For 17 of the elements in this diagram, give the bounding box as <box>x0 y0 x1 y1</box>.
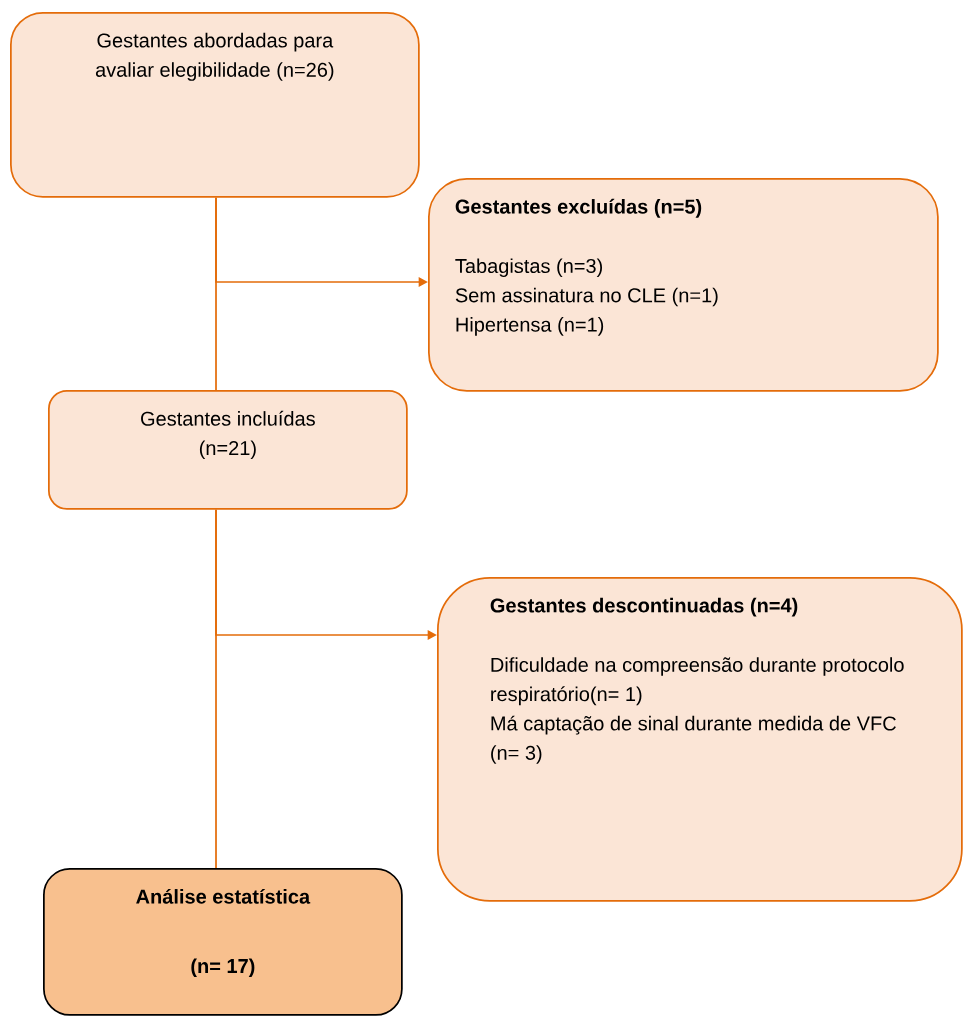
box-text: (n= 17) <box>191 958 255 977</box>
box-text: Gestantes abordadas para avaliar elegibilidade (n=26) <box>95 32 334 81</box>
heading: Gestantes excluídas (n=5) <box>455 198 702 218</box>
flow-box <box>437 577 963 902</box>
flow-box <box>48 390 408 510</box>
flow-box <box>43 868 403 1016</box>
box-text: Dificuldade na compreensão durante protocolo respiratório(n= 1) <box>491 657 904 706</box>
connector-line <box>215 508 217 869</box>
box-text: Hipertensa (n=1) <box>456 317 604 336</box>
box-text: Tabagistas (n=3) <box>455 258 602 277</box>
heading: Gestantes descontinuadas (n=4) <box>490 597 798 617</box>
box-text: Análise estatística <box>136 888 311 904</box>
box-text: Sem assinatura no CLE (n=1) <box>455 287 718 307</box>
flow-box <box>10 12 420 198</box>
box-text: Má captação de sinal durante medida de VFC (n= 3) <box>491 715 896 764</box>
flow-box <box>428 178 939 392</box>
box-text: Gestantes incluídas (n=21) <box>141 410 315 460</box>
